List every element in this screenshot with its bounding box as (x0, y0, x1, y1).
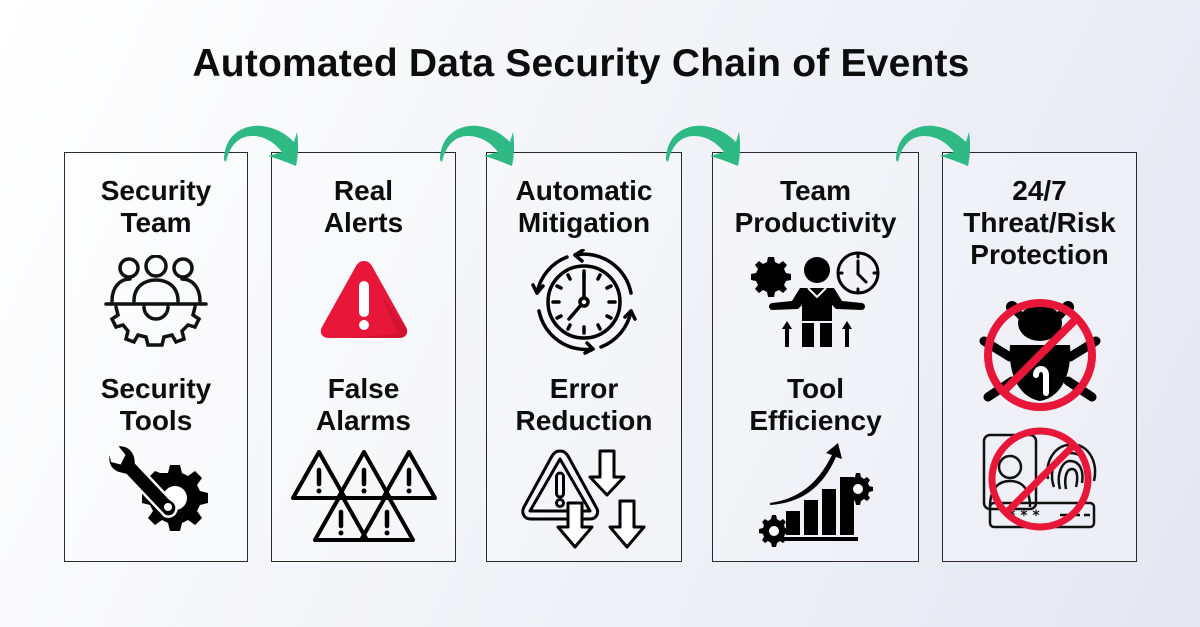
stage-5-label: 24/7 Threat/Risk Protection (963, 175, 1116, 270)
stage-4-label-bottom: Tool Efficiency (749, 373, 882, 436)
stage-box-2: Real Alerts False Alarms (271, 152, 456, 562)
stage-box-1: Security Team Security Tools (64, 152, 248, 562)
stage-4-label-top: Team Productivity (734, 175, 897, 238)
stage-box-4: Team Productivity Tool Efficiency (712, 152, 919, 562)
no-bug-icon (979, 299, 1100, 411)
stage-3-label-top: Automatic Mitigation (515, 175, 653, 238)
no-identity-theft-icon: * * * (982, 427, 1096, 531)
stage-box-5: 24/7 Threat/Risk Protection (942, 152, 1137, 562)
stage-1-label-bottom: Security Tools (100, 373, 212, 436)
warning-down-arrows-icon (521, 449, 646, 549)
diagram-title: Automated Data Security Chain of Events (192, 42, 970, 85)
clock-cycle-icon (531, 249, 637, 355)
multiple-warning-triangles-icon (290, 450, 437, 542)
red-warning-triangle-icon (320, 261, 407, 338)
stage-3-label-bottom: Error Reduction (515, 373, 653, 436)
team-gear-icon (104, 255, 208, 347)
growth-chart-gears-icon (758, 443, 873, 547)
curved-arrow-icon (224, 125, 299, 166)
stage-2-label-top: Real Alerts (323, 175, 404, 238)
curved-arrow-icon (666, 125, 741, 166)
stage-box-3: Automatic Mitigation Error Reduction (486, 152, 682, 562)
wrench-gear-icon (106, 443, 208, 531)
stage-2-label-bottom: False Alarms (316, 373, 411, 436)
curved-arrow-icon (896, 125, 971, 166)
stage-1-label-top: Security Team (100, 175, 212, 238)
person-gear-clock-icon (750, 251, 879, 347)
curved-arrow-icon (440, 125, 515, 166)
